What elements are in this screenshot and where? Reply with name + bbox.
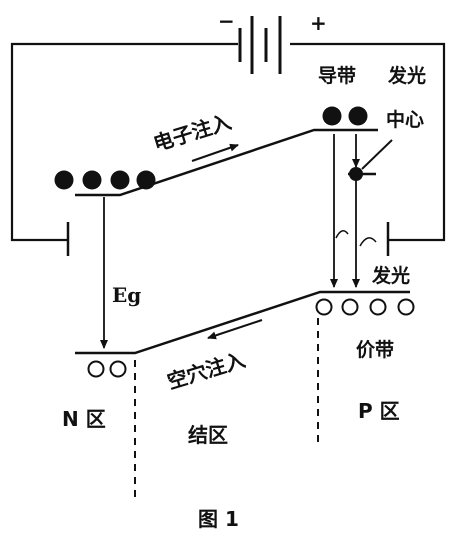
p-holes	[315, 298, 415, 316]
emission-center-label-1: 发光	[387, 64, 426, 87]
hole-injection-arrow	[207, 319, 263, 340]
emission-label: 发光	[371, 264, 410, 287]
conduction-band-edge	[75, 128, 378, 197]
p-region-label: P 区	[358, 399, 400, 423]
electron-injection-label: 电子注入	[150, 109, 234, 155]
n-holes	[87, 360, 127, 378]
n-electrons	[54, 170, 156, 190]
hole-injection-label: 空穴注入	[164, 347, 248, 393]
n-region-label: N 区	[62, 407, 106, 431]
emission-center-pointer	[361, 139, 393, 170]
valence-band-edge	[75, 290, 410, 355]
battery-plus-sign: +	[310, 11, 327, 35]
conduction-band-label: 导带	[318, 65, 356, 87]
p-conduction-electrons	[322, 106, 368, 126]
junction-region-label: 结区	[188, 423, 228, 447]
emission-center-label-2: 中心	[386, 108, 424, 131]
valence-band-label: 价带	[356, 339, 394, 361]
electron-injection-arrow	[191, 143, 239, 162]
emission-center-electron	[349, 167, 363, 181]
emission-squiggle	[359, 237, 377, 247]
figure-caption: 图 1	[198, 507, 239, 531]
battery-minus-sign: −	[218, 9, 235, 33]
circuit-wire	[10, 42, 446, 242]
bandgap-label: Eg	[112, 283, 141, 307]
photon-squiggle	[335, 230, 349, 239]
battery-symbol	[238, 16, 282, 74]
